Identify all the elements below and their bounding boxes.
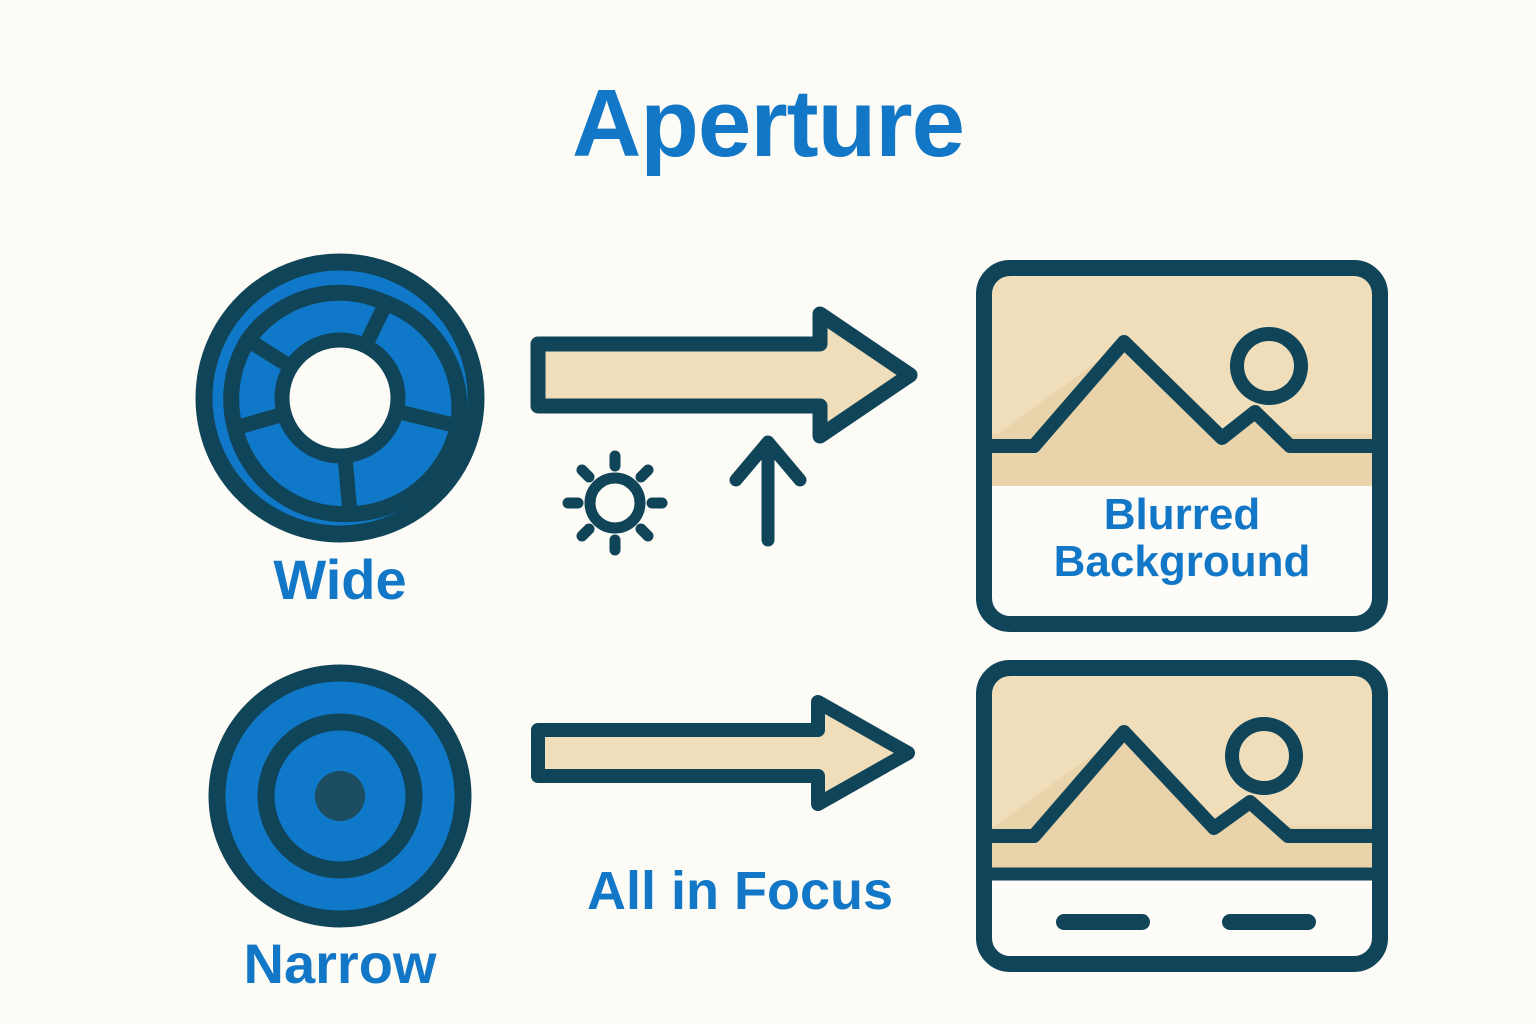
light-indicator-group: [550, 428, 850, 558]
aperture-wide-cell: Wide: [150, 248, 530, 608]
aperture-narrow-icon: [208, 664, 472, 928]
right-arrow-large-icon: [530, 306, 918, 444]
sun-icon: [562, 450, 668, 556]
photo-frame-icon: [976, 660, 1388, 972]
photo-sun-icon: [1225, 717, 1303, 795]
aperture-wide-label: Wide: [273, 548, 407, 611]
row-wide-aperture: Wide: [0, 240, 1536, 640]
photo-frame-in-focus: [972, 656, 1392, 981]
up-arrow-icon: [729, 435, 807, 547]
result-narrow-cell: [972, 656, 1392, 981]
all-in-focus-label: All in Focus: [586, 861, 894, 921]
aperture-narrow-cell: Narrow: [150, 660, 530, 992]
transition-wide-cell: [530, 300, 950, 630]
row-narrow-aperture: Narrow All in Focus: [0, 648, 1536, 1024]
right-arrow-small-icon: [531, 695, 915, 811]
photo-frame-blurred: Blurred Background: [972, 256, 1392, 641]
photo-sun-icon: [1230, 327, 1308, 405]
result-wide-cell: Blurred Background: [972, 256, 1392, 641]
transition-narrow-cell: All in Focus: [530, 688, 950, 988]
aperture-narrow-label: Narrow: [243, 932, 437, 995]
page-title: Aperture: [571, 70, 965, 177]
photo-frame-icon: [976, 260, 1388, 632]
aperture-wide-icon: [195, 253, 485, 543]
